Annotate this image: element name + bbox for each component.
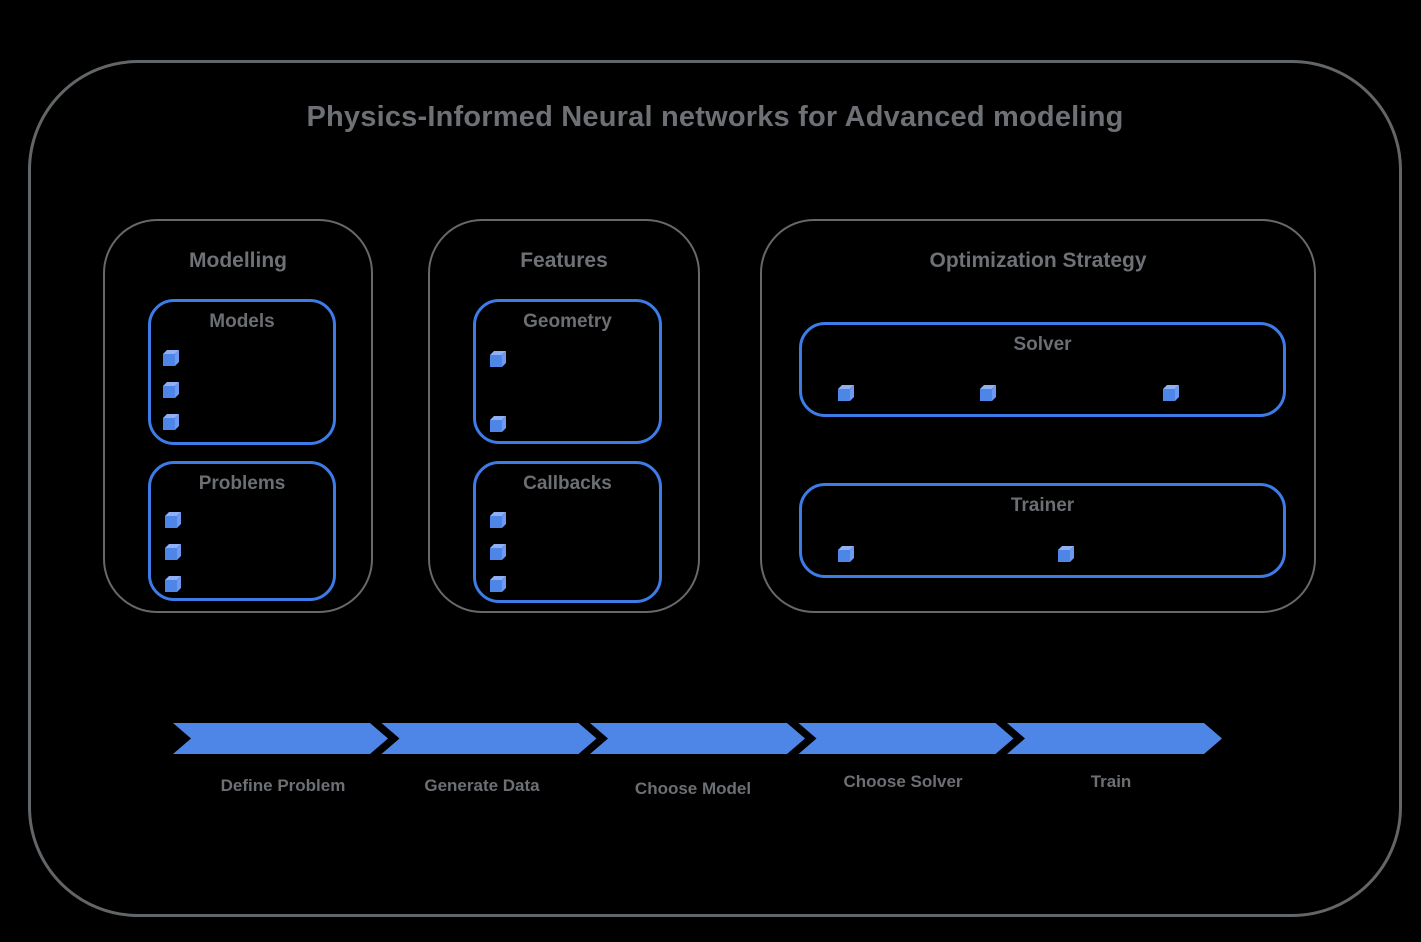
box-models: Models (148, 299, 336, 445)
box-callbacks: Callbacks (473, 461, 662, 603)
section-title: Modelling (189, 249, 287, 272)
cube-icon (490, 576, 506, 592)
section-modelling: Modelling Models Problems (103, 219, 373, 613)
step-label-choose-model: Choose Model (634, 779, 752, 798)
cube-icon (490, 416, 506, 432)
cube-icon (490, 351, 506, 367)
step-label-train: Train (1090, 772, 1132, 791)
box-geometry: Geometry (473, 299, 662, 444)
cube-icon (163, 382, 179, 398)
box-title: Trainer (1010, 495, 1075, 516)
step-label-choose-solver: Choose Solver (843, 772, 963, 791)
cube-icon (163, 414, 179, 430)
bullet-list (163, 349, 180, 430)
cube-icon (165, 544, 181, 560)
bullet-list (490, 350, 507, 432)
cube-icon (838, 546, 854, 562)
cube-icon (165, 576, 181, 592)
section-title: Features (520, 249, 608, 272)
box-title: Models (209, 311, 275, 332)
step-label-define-problem: Define Problem (220, 776, 346, 795)
box-trainer: Trainer (799, 483, 1286, 578)
pipeline-arrow: Define Problem Generate Data Choose Mode… (173, 723, 1223, 823)
cube-icon (1058, 546, 1074, 562)
diagram-title: Physics-Informed Neural networks for Adv… (306, 101, 1124, 133)
box-problems: Problems (148, 461, 336, 601)
cube-icon (1163, 385, 1179, 401)
box-title: Geometry (523, 311, 612, 332)
section-title: Optimization Strategy (929, 249, 1147, 272)
box-title: Solver (1013, 334, 1072, 355)
cube-icon (490, 544, 506, 560)
chevron-arrow-icon (173, 723, 1222, 754)
cube-icon (163, 350, 179, 366)
section-optimization-strategy: Optimization Strategy Solver Trainer (760, 219, 1316, 613)
step-label-generate-data: Generate Data (424, 776, 540, 795)
cube-icon (165, 512, 181, 528)
bullet-list (490, 511, 507, 592)
section-features: Features Geometry Callbacks (428, 219, 700, 613)
cube-icon (838, 385, 854, 401)
outer-frame (28, 60, 1402, 917)
box-solver: Solver (799, 322, 1286, 417)
box-title: Problems (198, 473, 286, 494)
bullet-list (165, 511, 182, 592)
box-title: Callbacks (523, 473, 612, 494)
cube-icon (490, 512, 506, 528)
cube-icon (980, 385, 996, 401)
